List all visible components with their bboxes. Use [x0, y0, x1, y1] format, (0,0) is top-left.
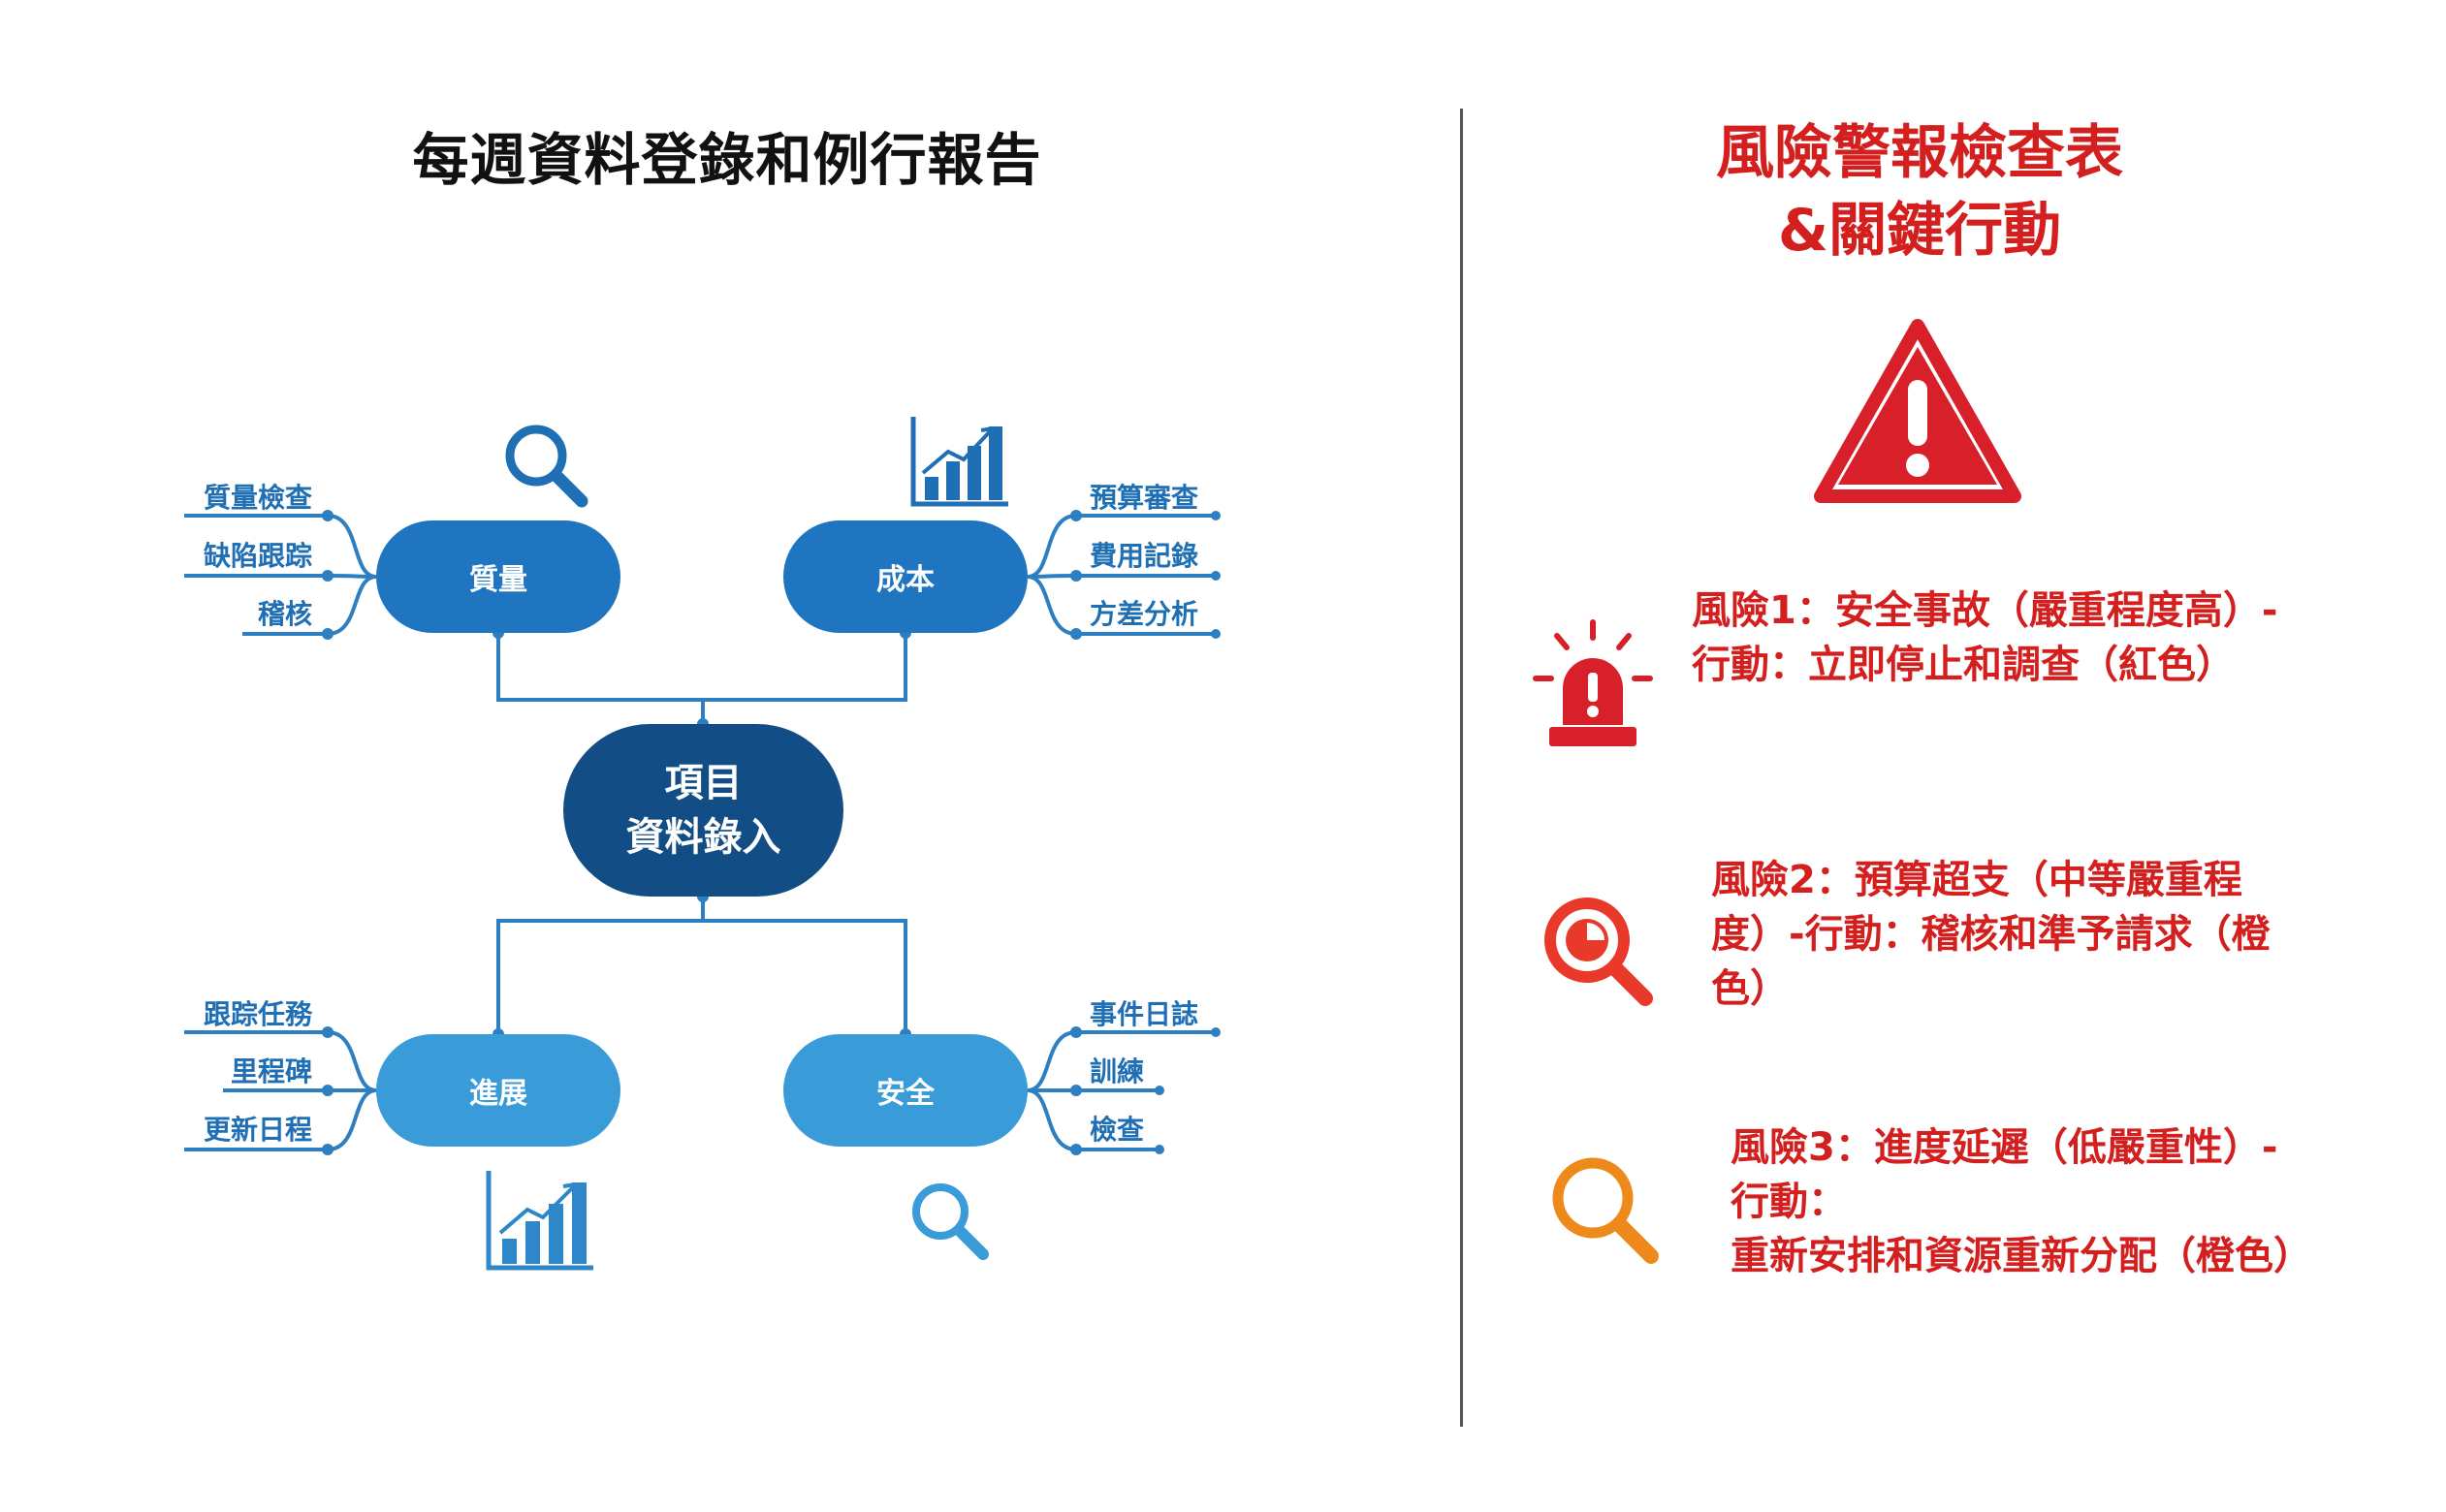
risk-3-line1: 風險3：進度延遲（低嚴重性）-行動： [1731, 1125, 2278, 1224]
center-node: 項目 資料錄入 [563, 724, 843, 897]
pie-magnifier-icon [1544, 898, 1653, 1006]
leaf-safety-1: 事件日誌 [1090, 998, 1199, 1030]
magnifier-icon [912, 1183, 989, 1260]
leaf-progress-3: 更新日程 [203, 1114, 312, 1146]
leaf-quality-1: 質量檢查 [203, 482, 312, 514]
vertical-divider [1460, 109, 1463, 1427]
connector-bottom [496, 897, 907, 1034]
magnifier-icon [1552, 1157, 1659, 1264]
center-node-line1: 項目 [664, 761, 743, 805]
right-title: 風險警報檢查表 &關鍵行動 [1532, 114, 2307, 269]
right-title-line1: 風險警報檢查表 [1716, 119, 2123, 187]
center-node-line2: 資料錄入 [625, 815, 781, 860]
siren-icon [1533, 619, 1653, 746]
connector-top [496, 633, 907, 724]
risk-3-line2: 重新安排和資源重新分配（橙色） [1731, 1234, 2312, 1278]
bar-chart-icon [910, 417, 1008, 507]
magnifier-icon [505, 425, 588, 508]
connector-quality-2 [184, 574, 377, 579]
leaf-cost-1: 預算審查 [1090, 482, 1199, 514]
leaf-safety-3: 檢查 [1090, 1114, 1145, 1146]
node-progress: 進展 [376, 1034, 620, 1147]
node-quality: 質量 [376, 520, 620, 633]
leaf-quality-3: 稽核 [257, 598, 312, 630]
node-cost: 成本 [783, 520, 1028, 633]
page-title: 每週資料登錄和例行報告 [412, 127, 1042, 193]
leaf-cost-3: 方差分析 [1090, 598, 1199, 630]
bar-chart-icon [486, 1171, 593, 1271]
connector-cost-2 [1027, 574, 1216, 579]
leaf-cost-2: 費用記錄 [1090, 540, 1199, 572]
node-safety: 安全 [783, 1034, 1028, 1147]
risk-1-text: 風險1：安全事故（嚴重程度高）-行動：立即停止和調查（紅色） [1692, 588, 2278, 687]
warning-triangle-icon [1814, 319, 2021, 503]
right-title-line2: &關鍵行動 [1777, 197, 2062, 265]
risk-2-text: 風險2：預算超支（中等嚴重程度）-行動：稽核和準予請求（橙色） [1711, 858, 2271, 1011]
risk-3-text: 風險3：進度延遲（低嚴重性）-行動： 重新安排和資源重新分配（橙色） [1731, 1120, 2312, 1283]
leaf-progress-1: 跟踪任務 [203, 998, 312, 1030]
leaf-progress-2: 里程碑 [230, 1055, 312, 1087]
leaf-safety-2: 訓練 [1090, 1055, 1145, 1087]
mindmap-connectors [184, 417, 1221, 1271]
leaf-quality-2: 缺陷跟踪 [203, 540, 312, 572]
